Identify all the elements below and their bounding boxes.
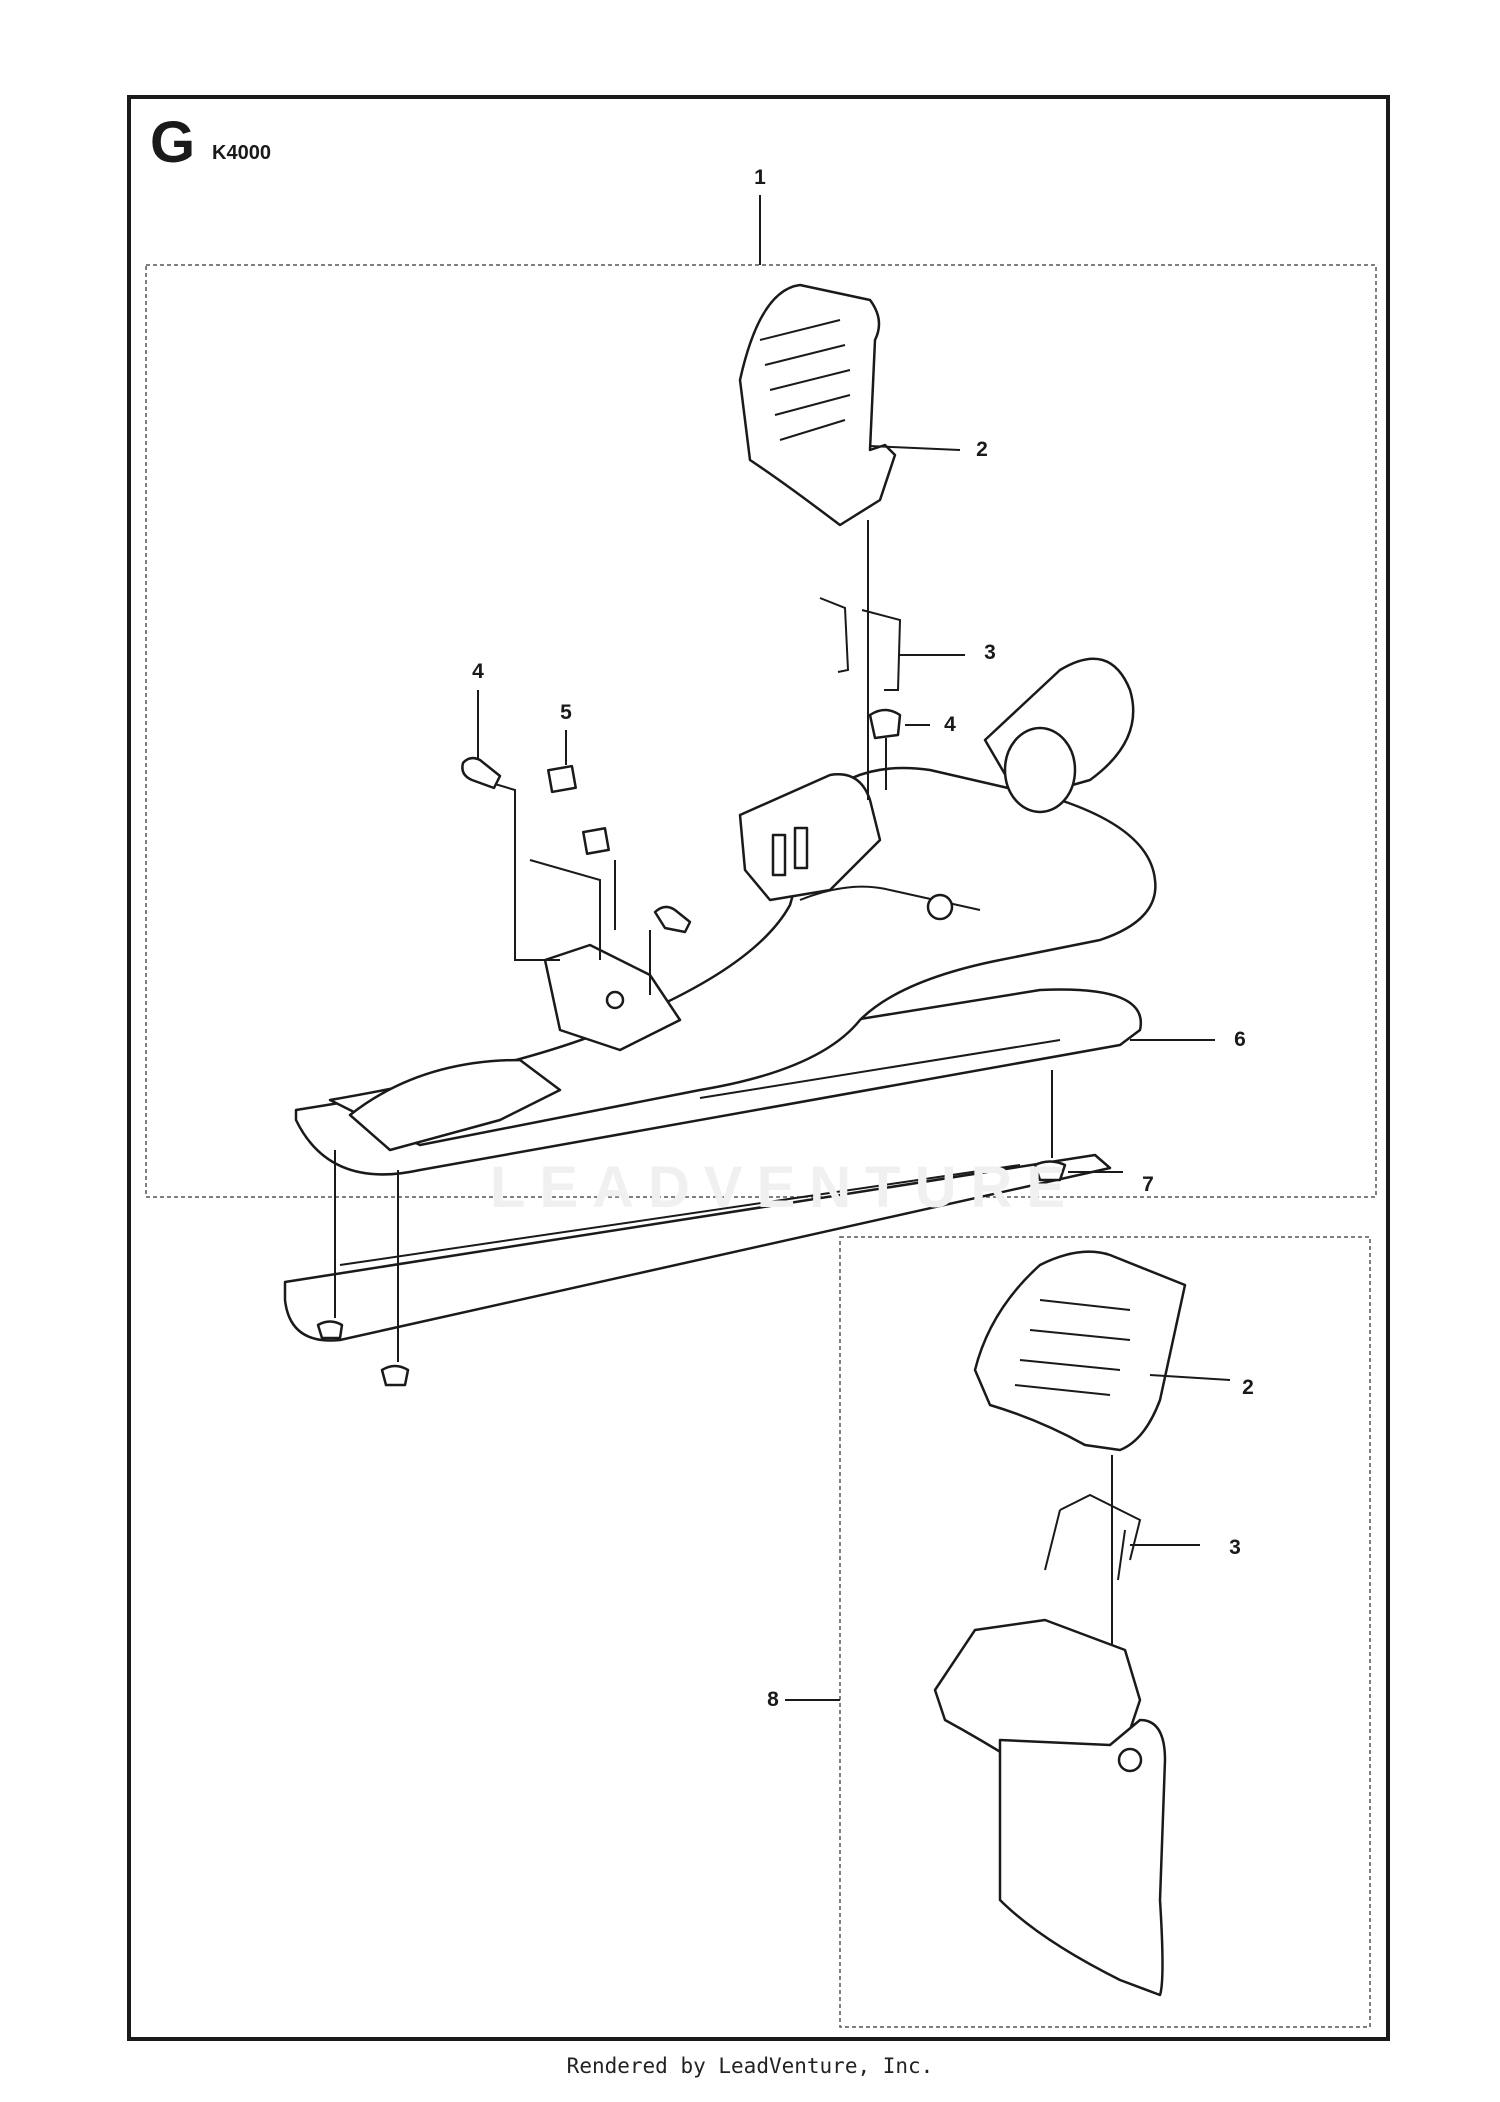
nut-lower <box>582 827 610 855</box>
clip-assembly <box>1044 1493 1142 1581</box>
callout-5: 5 <box>560 701 572 724</box>
cover-leader <box>868 445 961 451</box>
callout-1: 1 <box>754 166 766 189</box>
callout-3-upper: 3 <box>984 641 996 664</box>
assembly-1-box <box>145 264 1377 1198</box>
callout-2-upper: 2 <box>976 438 988 461</box>
callout-8: 8 <box>767 1688 779 1711</box>
callout-3-lower: 3 <box>1229 1536 1241 1559</box>
spring-clip <box>819 597 902 691</box>
screw-middle <box>653 905 692 934</box>
watermark: LEADVENTURE <box>490 1155 1080 1220</box>
screw-right <box>868 708 902 740</box>
base-plate-slot <box>699 1039 1061 1099</box>
cover-assembly-leader <box>1149 1374 1231 1381</box>
section-letter: G <box>150 110 196 175</box>
housing-bolt-hole <box>926 893 954 921</box>
upper-cover <box>738 283 897 527</box>
screw-left <box>461 756 502 790</box>
assembly-8-box <box>839 1236 1371 2028</box>
lower-rail <box>283 1153 1112 1342</box>
callout-4-right: 4 <box>944 713 956 736</box>
callout-2-lower: 2 <box>1242 1376 1254 1399</box>
housing-assembly <box>998 1718 1167 1997</box>
screw-7b <box>316 1320 344 1340</box>
diagram-frame <box>127 95 1390 2041</box>
callout-6: 6 <box>1234 1028 1246 1051</box>
nut-upper <box>547 764 577 794</box>
outlet-pipe-opening <box>1003 726 1077 814</box>
callout-7: 7 <box>1142 1173 1154 1196</box>
cover-assembly-top <box>973 1250 1187 1452</box>
footer-credit: Rendered by LeadVenture, Inc. <box>566 2054 934 2078</box>
screw-7 <box>1033 1160 1067 1182</box>
nose-piece <box>348 1058 562 1152</box>
screw-7c <box>380 1364 410 1387</box>
model-label: K4000 <box>212 142 271 164</box>
callout-4-left: 4 <box>472 660 484 683</box>
